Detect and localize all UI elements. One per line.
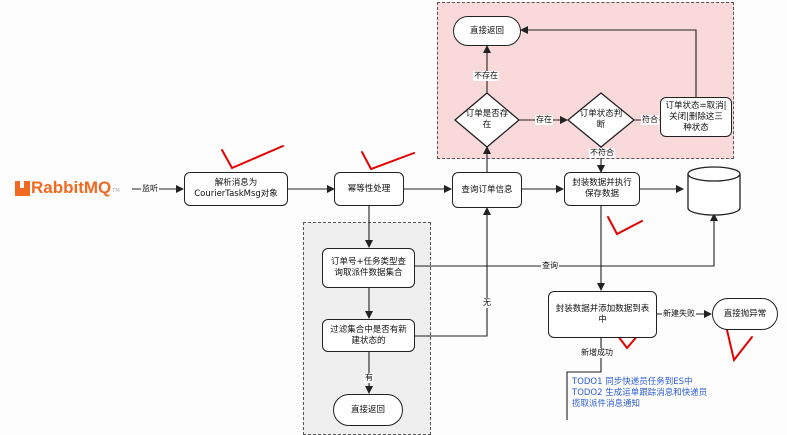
filter-box: 过滤集合中是否有新建状态的 [322, 319, 415, 352]
todo-line-1: TODO1 同步快递员任务到ES中 [572, 377, 693, 387]
order-exists-diamond [453, 92, 521, 148]
rabbitmq-logo-tm: TM [112, 188, 120, 194]
parse-message-box: 解析消息为 CourierTaskMsg对象 [184, 172, 288, 206]
status-note-box: 订单状态=取消|关闭|删除这三种状态 [660, 97, 732, 137]
rabbitmq-logo-icon [15, 181, 30, 196]
status-check-text: 订单状态判断 [579, 109, 623, 130]
label-not-exist: 不存在 [473, 71, 499, 81]
label-exist: 存在 [535, 115, 553, 125]
save-data-box: 封装数据并执行保存数据 [564, 172, 640, 206]
label-match: 符合 [641, 115, 659, 125]
throw-exception-box: 直接抛异常 [712, 298, 778, 330]
rabbitmq-logo: RabbitMQ TM [15, 179, 120, 196]
query-order-box: 查询订单信息 [452, 172, 522, 208]
label-create-success: 新增成功 [580, 348, 614, 358]
label-not-match: 不符合 [589, 148, 615, 158]
label-none: 无 [482, 298, 492, 308]
database-icon [687, 166, 741, 216]
return-top-box: 直接返回 [453, 16, 521, 46]
query-set-box: 订单号+任务类型查询取派件数据集合 [322, 248, 415, 288]
label-listen: 监听 [141, 184, 159, 194]
idempotent-box: 幂等性处理 [334, 172, 404, 206]
label-have: 有 [364, 373, 374, 383]
status-check-diamond [566, 92, 636, 148]
rabbitmq-logo-text: RabbitMQ [31, 178, 112, 197]
return-bottom-box: 直接返回 [333, 394, 403, 426]
annotation-marks [221, 145, 753, 363]
todo-line-3: 揽取派件消息通知 [572, 399, 641, 409]
todo-line-2: TODO2 生成运单跟踪消息和快递员 [572, 388, 708, 398]
order-exists-text: 订单是否存在 [465, 109, 509, 130]
label-query: 查询 [541, 261, 559, 271]
label-create-fail: 新建失败 [662, 309, 696, 319]
add-table-box: 封装数据并添加数据到表中 [548, 291, 657, 338]
